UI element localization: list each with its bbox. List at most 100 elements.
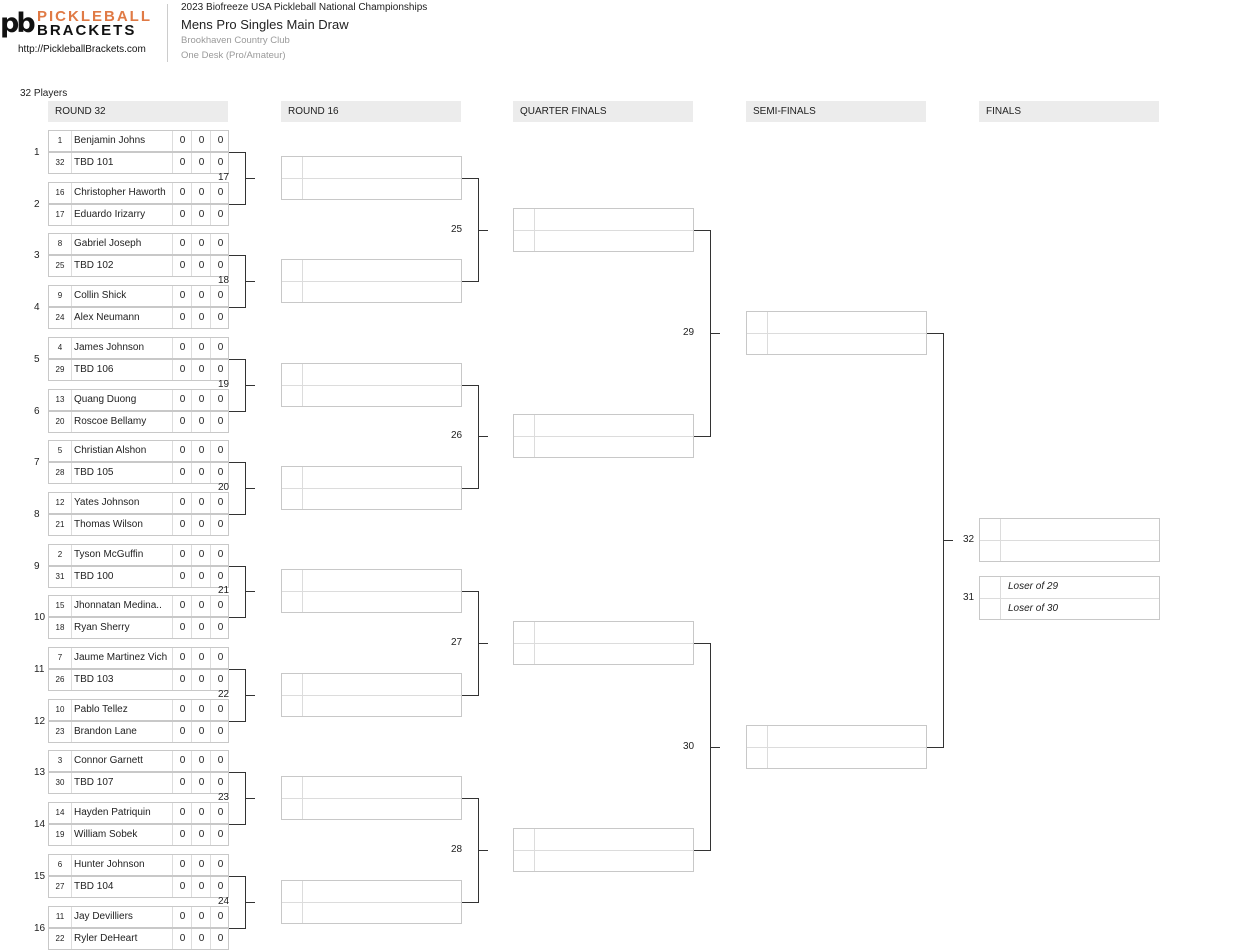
seed-number: 11 [49,906,72,927]
seed-number: 24 [49,308,72,329]
player-name[interactable]: Thomas Wilson [74,518,143,530]
player-name[interactable]: Quang Duong [74,393,137,405]
site-url-link[interactable]: http://PickleballBrackets.com [18,44,146,55]
player-name[interactable]: Alex Neumann [74,312,140,324]
round-16-slot[interactable] [281,879,462,924]
player-name[interactable]: Yates Johnson [74,496,140,508]
draw-title: Mens Pro Singles Main Draw [181,17,349,32]
player-name[interactable]: Christian Alshon [74,445,147,457]
player-name[interactable]: Eduardo Irizarry [74,208,146,220]
player-name[interactable]: Tyson McGuffin [74,548,144,560]
game-score: 0 [172,204,192,225]
quarter-final-slot[interactable] [513,207,694,252]
player-name[interactable]: Pablo Tellez [74,703,128,715]
round-16-slot[interactable] [281,569,462,614]
game-score: 0 [191,648,211,668]
match-number: 27 [451,637,463,649]
seed-number: 1 [49,131,72,151]
seed-number: 19 [49,825,72,846]
match-number: 13 [34,767,46,779]
quarter-final-slot[interactable] [513,827,694,872]
round-16-slot[interactable] [281,776,462,821]
round-16-slot[interactable] [281,466,462,511]
player-name[interactable]: TBD 106 [74,363,114,375]
player-name[interactable]: TBD 103 [74,674,114,685]
player-name[interactable]: Collin Shick [74,290,127,302]
seed-number: 27 [49,876,72,897]
player-name[interactable]: Ryler DeHeart [74,932,138,944]
player-name[interactable]: Gabriel Joseph [74,238,142,250]
game-score: 0 [191,699,211,720]
player-name[interactable]: Connor Garnett [74,755,143,767]
player-name[interactable]: Jaume Martinez Vich [74,652,168,663]
connector-line [229,875,246,877]
player-name[interactable]: James Johnson [74,341,145,353]
seed-number: 14 [49,803,72,824]
player-name[interactable]: Hayden Patriquin [74,807,151,819]
player-name[interactable]: William Sobek [74,829,138,841]
game-score: 0 [210,463,230,484]
player-name[interactable]: TBD 102 [74,260,114,272]
round-16-slot[interactable] [281,672,462,717]
logo[interactable]: pb PICKLEBALL BRACKETS [0,5,160,60]
player-name[interactable]: TBD 104 [74,880,114,892]
connector-line [462,798,479,800]
quarter-final-slot[interactable] [513,621,694,666]
player-name[interactable]: TBD 107 [74,777,114,789]
player-name[interactable]: TBD 105 [74,467,114,479]
player-name[interactable]: Ryan Sherry [74,622,130,634]
player-name[interactable]: TBD 100 [74,570,114,582]
seed-number: 29 [49,359,72,380]
player-name[interactable]: Jhonnatan Medina.. [74,600,162,612]
player-name[interactable]: Roscoe Bellamy [74,415,147,427]
player-name[interactable]: TBD 101 [74,157,114,168]
player-name[interactable]: Brandon Lane [74,725,137,737]
round-16-slot[interactable] [281,155,462,200]
match-number: 8 [34,508,40,520]
player-name[interactable]: Jay Devilliers [74,910,133,922]
seed-column-divider [302,260,303,303]
player-name[interactable]: Christopher Haworth [74,186,166,198]
round-16-slot[interactable] [281,259,462,304]
player-name[interactable]: Benjamin Johns [74,135,146,146]
semi-final-slot[interactable] [746,724,927,769]
round-16-slot[interactable] [281,362,462,407]
final-slot[interactable] [979,518,1160,562]
player-name[interactable]: Hunter Johnson [74,858,145,870]
semi-final-slot[interactable] [746,310,927,355]
quarter-final-slot[interactable] [513,414,694,459]
